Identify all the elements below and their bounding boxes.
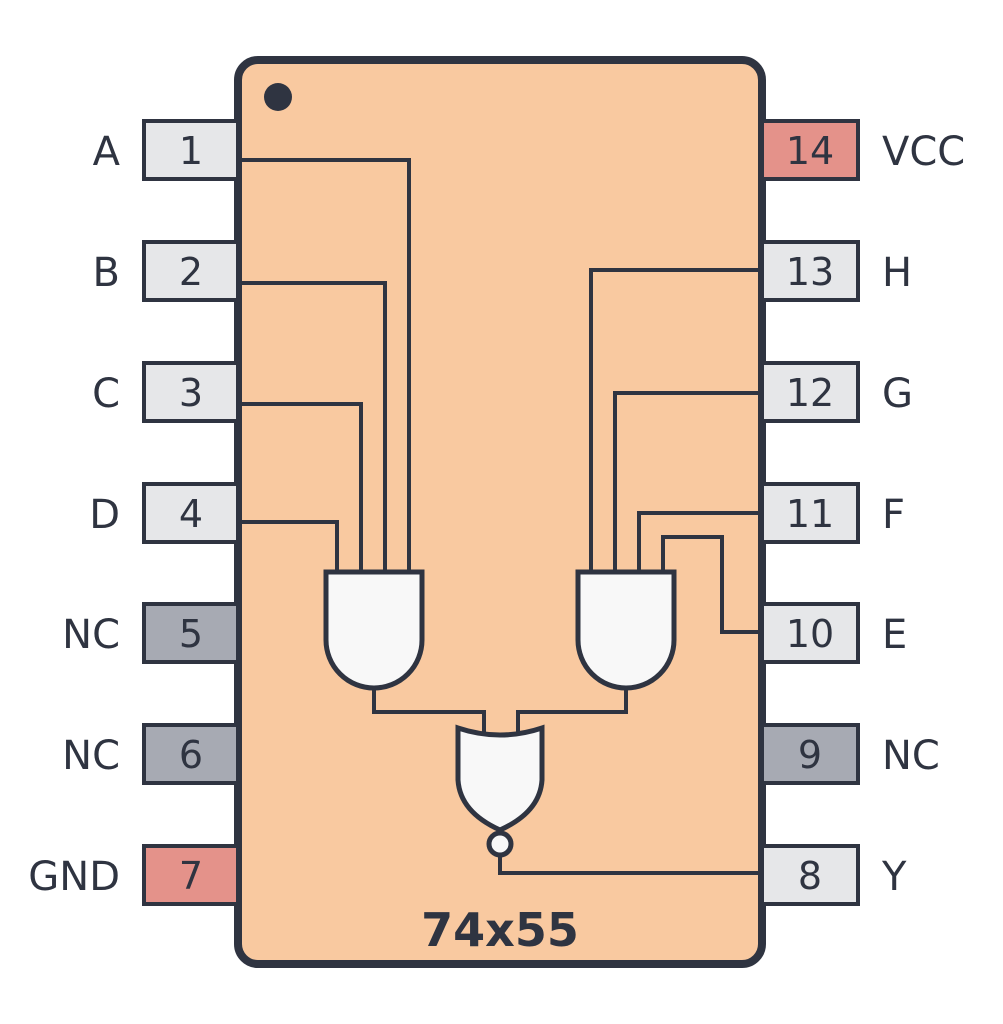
pin-6-number: 6 bbox=[179, 733, 203, 777]
nor-gate bbox=[455, 724, 545, 833]
pin-7-number: 7 bbox=[179, 854, 203, 898]
pin-7[interactable]: 7 GND bbox=[28, 844, 240, 906]
logic-gates bbox=[323, 569, 677, 858]
pin-5-pad[interactable] bbox=[142, 602, 240, 664]
pin-2-number: 2 bbox=[179, 250, 203, 294]
pin-8-pad[interactable] bbox=[760, 844, 860, 906]
pin-14-pad[interactable] bbox=[760, 119, 860, 181]
wire-a bbox=[240, 158, 411, 572]
pin-1-pad[interactable] bbox=[142, 119, 240, 181]
pin-8-number: 8 bbox=[798, 854, 822, 898]
pin-4-pad[interactable] bbox=[142, 482, 240, 544]
pin-4[interactable]: 4 D bbox=[89, 482, 240, 544]
pin-2[interactable]: 2 B bbox=[93, 240, 240, 302]
pin-14-number: 14 bbox=[786, 129, 834, 173]
pin-3-label: C bbox=[92, 371, 120, 417]
pin-11-label: F bbox=[882, 492, 905, 538]
wire-b bbox=[240, 281, 387, 572]
wire-and1-to-nor bbox=[372, 688, 486, 732]
wire-and2-to-nor bbox=[516, 688, 628, 732]
wire-d bbox=[240, 520, 339, 572]
pin-11-number: 11 bbox=[786, 492, 834, 536]
pin-12-number: 12 bbox=[786, 371, 834, 415]
pin-7-pad[interactable] bbox=[142, 844, 240, 906]
pin-11-pad[interactable] bbox=[760, 482, 860, 544]
pin-10-number: 10 bbox=[786, 612, 834, 656]
pin-6[interactable]: 6 NC bbox=[62, 723, 240, 785]
pin-9[interactable]: 9 NC bbox=[760, 723, 940, 785]
pin-9-pad[interactable] bbox=[760, 723, 860, 785]
pin-3[interactable]: 3 C bbox=[92, 361, 240, 423]
pin-3-number: 3 bbox=[179, 371, 203, 415]
pin-12-label: G bbox=[882, 371, 913, 417]
pin1-indicator-dot bbox=[264, 83, 292, 111]
pin-1-label: A bbox=[93, 129, 121, 175]
pin-3-pad[interactable] bbox=[142, 361, 240, 423]
pin-9-label: NC bbox=[882, 733, 940, 779]
pin-13[interactable]: 13 H bbox=[760, 240, 912, 302]
pin-9-number: 9 bbox=[798, 733, 822, 777]
pin-1[interactable]: 1 A bbox=[93, 119, 240, 181]
chip-title: 74x55 bbox=[421, 903, 579, 957]
wire-c bbox=[240, 402, 363, 572]
pin-8-label: Y bbox=[881, 854, 907, 900]
wire-g bbox=[613, 391, 760, 572]
pin-10-pad[interactable] bbox=[760, 602, 860, 664]
pin-1-number: 1 bbox=[179, 129, 203, 173]
pin-8[interactable]: 8 Y bbox=[760, 844, 907, 906]
wire-e bbox=[661, 535, 760, 634]
wire-f bbox=[637, 511, 760, 572]
wire-h bbox=[589, 268, 760, 572]
pin-6-pad[interactable] bbox=[142, 723, 240, 785]
pin-4-label: D bbox=[89, 492, 120, 538]
pin-5-label: NC bbox=[62, 612, 120, 658]
pin-12-pad[interactable] bbox=[760, 361, 860, 423]
and-gate-2 bbox=[575, 569, 677, 691]
pin-5[interactable]: 5 NC bbox=[62, 602, 240, 664]
pin-14[interactable]: 14 VCC bbox=[760, 119, 965, 181]
pin-7-label: GND bbox=[28, 854, 120, 900]
pin-10[interactable]: 10 E bbox=[760, 602, 907, 664]
pin-11[interactable]: 11 F bbox=[760, 482, 905, 544]
pin-13-pad[interactable] bbox=[760, 240, 860, 302]
right-pins: 14 VCC 13 H 12 G 11 F 10 E 9 NC bbox=[760, 119, 965, 906]
pin-12[interactable]: 12 G bbox=[760, 361, 913, 423]
pin-14-label: VCC bbox=[882, 129, 965, 175]
pin-6-label: NC bbox=[62, 733, 120, 779]
pin-5-number: 5 bbox=[179, 612, 203, 656]
pin-13-number: 13 bbox=[786, 250, 834, 294]
and-gate-1 bbox=[323, 569, 425, 691]
pin-2-label: B bbox=[93, 250, 120, 296]
wire-nor-to-y bbox=[498, 856, 760, 875]
pin-13-label: H bbox=[882, 250, 912, 296]
left-pins: 1 A 2 B 3 C 4 D 5 NC 6 NC bbox=[28, 119, 240, 906]
pin-4-number: 4 bbox=[179, 492, 203, 536]
pin-10-label: E bbox=[882, 612, 907, 658]
pin-2-pad[interactable] bbox=[142, 240, 240, 302]
nor-gate-inversion-bubble bbox=[486, 830, 514, 858]
internal-wires bbox=[240, 158, 760, 875]
